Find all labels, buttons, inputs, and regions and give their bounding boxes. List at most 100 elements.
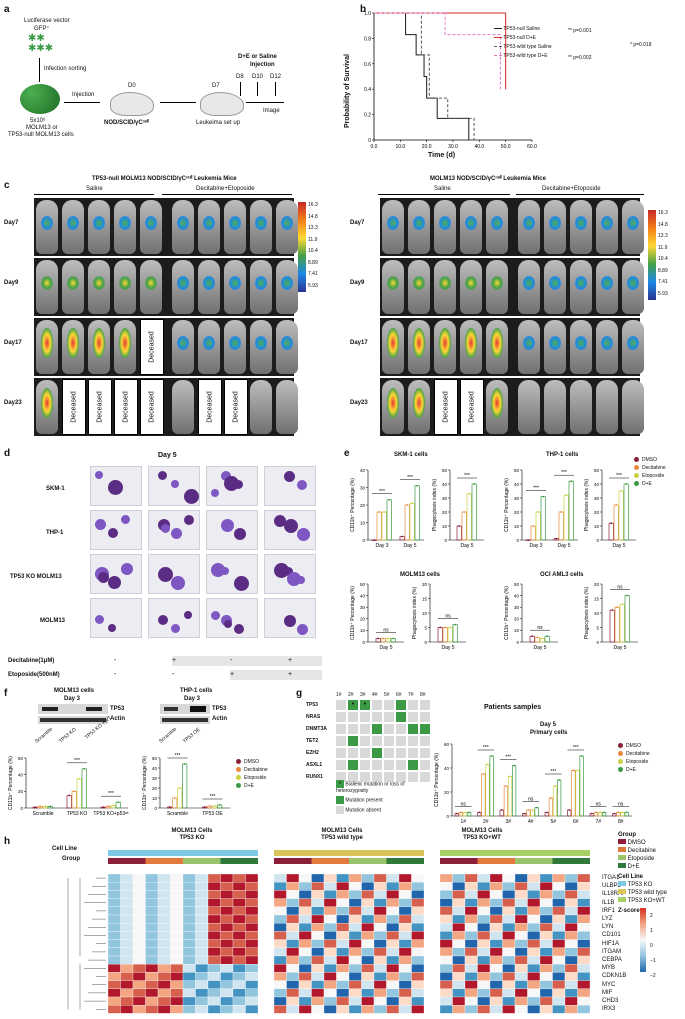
heatmap-cell xyxy=(120,890,134,899)
f-molm-day: Day 3 xyxy=(64,696,81,702)
heatmap-cell xyxy=(348,980,362,989)
panel-label-e: e xyxy=(344,448,350,459)
mouse-image xyxy=(172,380,194,434)
heatmap-cell xyxy=(286,988,300,998)
heatmap-cell xyxy=(195,923,209,932)
d-eto-val: + xyxy=(230,671,235,678)
cell-blob xyxy=(95,519,106,530)
d-decitabine-label: Decitabine(1μM) xyxy=(8,658,55,664)
h-title-line: MOLM13 Cells xyxy=(321,828,363,834)
heatmap-cell xyxy=(373,1005,387,1014)
deceased-box: Deceased xyxy=(224,379,248,435)
heatmap-cell xyxy=(452,964,466,973)
heatmap-cell xyxy=(373,873,387,883)
y-tick-label: 0.4 xyxy=(364,87,371,93)
mouse-image xyxy=(486,200,508,254)
mouse-image xyxy=(544,260,566,314)
legend-item: TP53-wild type Saline xyxy=(494,44,552,50)
data-point xyxy=(500,809,503,811)
deceased-label: Deceased xyxy=(468,391,476,423)
micrograph xyxy=(90,466,142,506)
cell-blob xyxy=(158,567,173,582)
heatmap-cell xyxy=(132,996,146,1006)
y-tick-label: 10 xyxy=(360,628,366,633)
heatmap-cell xyxy=(195,939,209,948)
data-point xyxy=(83,767,86,770)
heatmap-cell xyxy=(273,996,287,1006)
heatmap-cell xyxy=(323,890,337,899)
mouse-image xyxy=(622,320,644,374)
arrow-right-3 xyxy=(246,102,284,103)
y-axis-label: CD11b⁺ Percentage (%) xyxy=(434,753,440,807)
data-point xyxy=(554,785,556,787)
survival-line xyxy=(374,12,507,90)
heatmap-cell xyxy=(207,914,221,924)
heatmap-cell xyxy=(170,914,184,924)
mutation-cell xyxy=(408,712,418,722)
heatmap-cell xyxy=(145,914,159,924)
heatmap-cell xyxy=(145,988,159,998)
heatmap-cell xyxy=(552,972,566,981)
heatmap-cell xyxy=(298,931,312,940)
data-point xyxy=(464,811,466,814)
heatmap-cell xyxy=(564,955,578,965)
zscore-ticks: 2 1 0 −1 −2 xyxy=(650,909,656,984)
heatmap-cell xyxy=(145,1005,159,1014)
micrograph xyxy=(90,510,142,550)
mutation-cell xyxy=(348,760,358,770)
heatmap-cell xyxy=(502,996,516,1006)
heatmap-cell xyxy=(386,996,400,1006)
group-annotation xyxy=(220,858,258,864)
sig-label: ns xyxy=(618,801,624,807)
heatmap-cell xyxy=(361,923,375,932)
heatmap-cell xyxy=(489,931,503,940)
mutation-cell xyxy=(360,712,370,722)
y-tick-label: 20 xyxy=(514,617,520,622)
y-tick-label: 10 xyxy=(594,524,600,529)
heatmap-cell xyxy=(477,955,491,965)
bar xyxy=(172,797,178,809)
heatmap-cell xyxy=(220,898,234,907)
heatmap-cell xyxy=(477,996,491,1006)
heatmap-cell xyxy=(286,972,300,981)
heatmap-cell xyxy=(157,923,171,932)
bar xyxy=(568,480,574,541)
mutation-cell xyxy=(348,724,358,734)
heatmap-cell xyxy=(286,939,300,948)
mouse-image xyxy=(622,260,644,314)
heatmap-cell xyxy=(286,882,300,891)
heatmap-cell xyxy=(411,964,425,973)
signal-spot xyxy=(67,216,79,230)
y-tick-label: 30 xyxy=(514,496,520,501)
heatmap-cell xyxy=(502,980,516,989)
signal-spot xyxy=(67,276,79,290)
deceased-label: Deceased xyxy=(442,391,450,423)
mouse-image xyxy=(408,200,430,254)
signal-spot xyxy=(465,216,477,230)
y-tick-label: 50 xyxy=(514,468,520,473)
data-point xyxy=(536,636,539,639)
panel-label-b: b xyxy=(360,4,367,15)
heatmap-cell xyxy=(477,931,491,940)
heatmap-cell xyxy=(120,947,134,957)
d0-label: D0 xyxy=(128,83,136,89)
bar xyxy=(614,606,620,643)
cell-blob xyxy=(234,624,244,634)
heatmap-cell xyxy=(207,931,221,940)
heatmap-cell xyxy=(170,947,184,957)
group-annotation xyxy=(108,858,146,864)
mutation-cell xyxy=(336,700,346,710)
cell-blob xyxy=(284,615,296,627)
mouse-image xyxy=(544,320,566,374)
heatmap-cell xyxy=(411,923,425,932)
heatmap-cell xyxy=(245,996,259,1006)
heatmap-cell xyxy=(323,873,337,883)
g-legend-groups: DMSO Decitabine Etoposide D+E xyxy=(618,742,650,774)
x-tick-label: TP53 OE xyxy=(202,811,223,817)
heatmap-cell xyxy=(182,882,196,891)
bar xyxy=(613,504,619,541)
heatmap-cell xyxy=(232,996,246,1006)
heatmap-cell xyxy=(232,955,246,965)
mutation-cell xyxy=(372,736,382,746)
